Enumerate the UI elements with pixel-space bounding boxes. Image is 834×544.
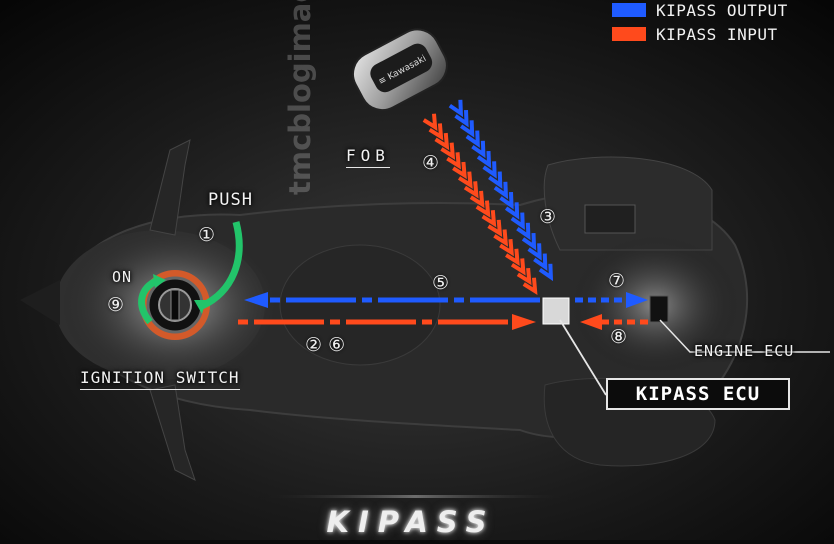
- ignition-switch-icon: [140, 270, 210, 340]
- turn-on-arrow-head: [153, 274, 166, 288]
- legend-input: KIPASS INPUT: [612, 24, 778, 44]
- output-chevron: [488, 171, 503, 189]
- input-chevron: [469, 190, 485, 209]
- step-4: ④: [422, 152, 440, 174]
- input-chevron: [522, 277, 538, 295]
- step-1: ①: [198, 224, 216, 246]
- input-chevron: [475, 200, 491, 218]
- input-chevron: [434, 132, 450, 151]
- output-chevron: [482, 161, 497, 179]
- input-chevron: [499, 238, 514, 257]
- step-3: ③: [539, 206, 557, 228]
- input-chevron: [481, 210, 497, 228]
- step-9: ⑨: [107, 294, 125, 316]
- input-chevron: [510, 258, 526, 276]
- output-chevron: [493, 181, 509, 200]
- output-chevron: [521, 233, 537, 251]
- step-7: ⑦: [608, 270, 626, 292]
- input-chevron: [516, 267, 532, 286]
- engine-ecu-icon: [649, 295, 669, 323]
- step-5: ⑤: [432, 272, 450, 294]
- input-chevron: [505, 248, 520, 266]
- output-chevron: [499, 192, 514, 210]
- input-chevron: [457, 171, 473, 189]
- legend-output-swatch: [612, 3, 646, 17]
- push-label: PUSH: [208, 190, 253, 210]
- engine-ecu-label: ENGINE ECU: [694, 342, 795, 360]
- input-chevron: [446, 152, 461, 170]
- kipass-ecu-callout-line: [559, 319, 607, 396]
- output-chevron: [454, 110, 469, 128]
- input-chevron: [487, 219, 503, 238]
- legend-input-label: KIPASS INPUT: [656, 24, 778, 44]
- output-chevron: [504, 202, 520, 220]
- input-chevron: [428, 123, 444, 141]
- legend-output: KIPASS OUTPUT: [612, 0, 788, 20]
- turn-on-arrow: [138, 276, 160, 325]
- output-arrowhead-ignition: [244, 292, 268, 308]
- input-chevron: [463, 181, 479, 199]
- push-arrow: [200, 221, 243, 310]
- output-chevron: [510, 212, 525, 230]
- output-chevron: [476, 151, 492, 169]
- on-label: ON: [112, 268, 133, 286]
- kipass-ecu-label: KIPASS ECU: [606, 378, 790, 410]
- input-chevron: [440, 142, 456, 160]
- output-arrowhead-engine-ecu: [626, 292, 648, 308]
- legend-input-swatch: [612, 27, 646, 41]
- output-chevron: [471, 140, 486, 159]
- output-chevron: [459, 120, 475, 138]
- push-arrow-head: [194, 300, 206, 314]
- input-chevron: [452, 161, 467, 180]
- output-chevron: [527, 243, 542, 261]
- output-chevron: [516, 222, 531, 241]
- input-arrowhead-kipass-ecu: [580, 314, 602, 330]
- input-chevron-stream: [422, 113, 538, 295]
- output-chevron: [465, 130, 480, 148]
- watermark: tmcblogimages: [283, 0, 317, 195]
- output-chevron: [533, 253, 548, 271]
- step-8: ⑧: [610, 326, 628, 348]
- output-chevron: [448, 99, 464, 118]
- brand-title: KIPASS: [326, 505, 496, 539]
- brand-underline: [250, 495, 580, 498]
- ignition-switch-label: IGNITION SWITCH: [80, 368, 240, 390]
- fob-icon: ≡ Kawasaki: [351, 28, 448, 112]
- step-2-6: ② ⑥: [305, 334, 346, 356]
- output-chevron-stream: [448, 99, 554, 282]
- input-arrowhead-ecu: [512, 314, 536, 330]
- input-chevron: [422, 113, 438, 131]
- kipass-ecu-icon: [542, 297, 570, 325]
- legend-output-label: KIPASS OUTPUT: [656, 0, 788, 20]
- engine-ecu-callout-line: [659, 319, 830, 353]
- fob-label: FOB: [346, 146, 390, 168]
- input-chevron: [493, 229, 509, 247]
- output-chevron: [538, 263, 554, 282]
